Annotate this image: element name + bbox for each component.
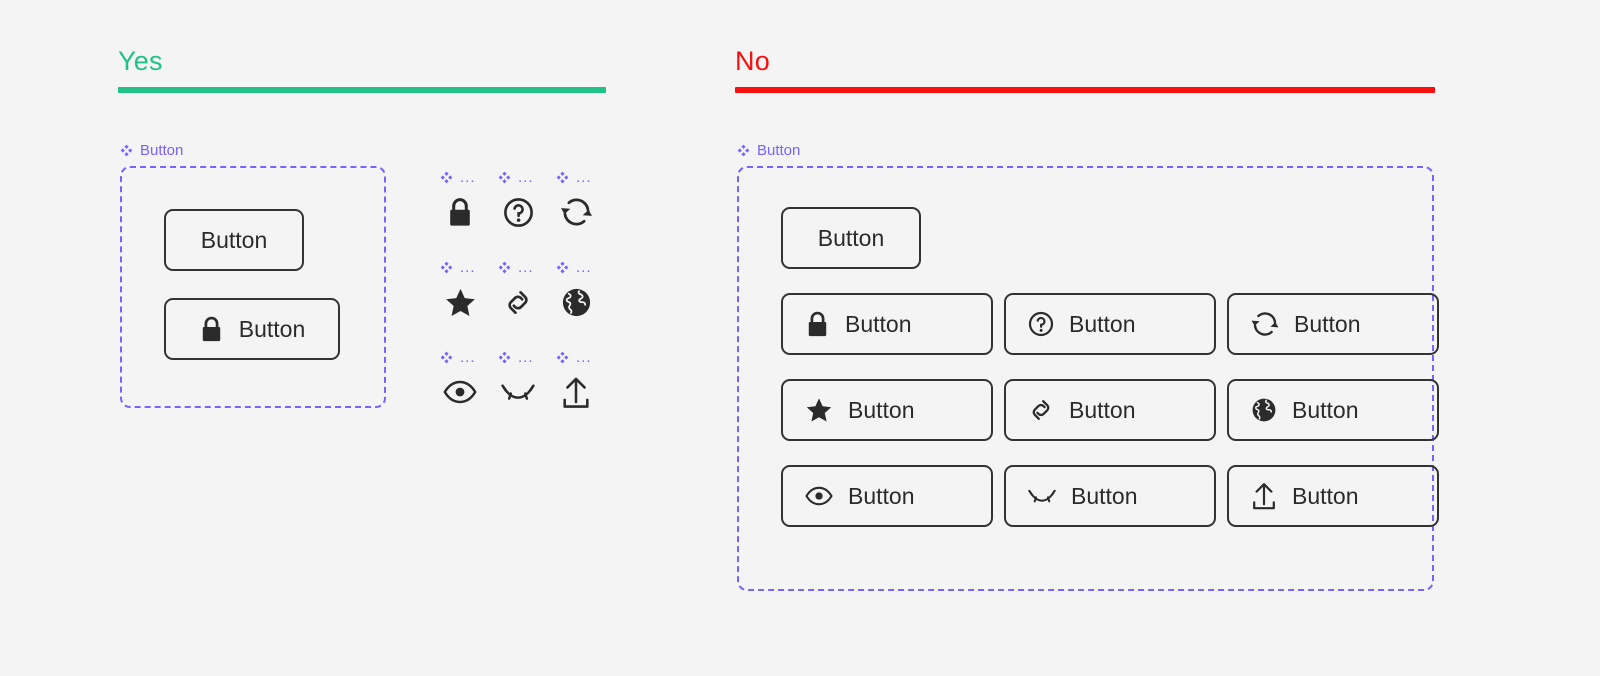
section-yes-rule — [118, 87, 606, 93]
component-label-truncation: ... — [576, 349, 592, 366]
figma-component-icon — [498, 351, 511, 364]
component-label-no: Button — [737, 143, 800, 158]
section-no-title: No — [735, 46, 770, 76]
upload-icon — [1251, 482, 1277, 510]
component-label-question: ... — [498, 170, 534, 185]
component-label-link: ... — [498, 260, 534, 275]
icon-cell-eye: ... — [440, 350, 498, 440]
icon-cell-globe: ... — [556, 260, 614, 350]
refresh-icon — [556, 192, 596, 232]
component-label-truncation: ... — [518, 349, 534, 366]
icon-cell-question: ... — [498, 170, 556, 260]
no-button-refresh[interactable]: Button — [1227, 293, 1439, 355]
icon-cell-lock: ... — [440, 170, 498, 260]
no-button-link-label: Button — [1069, 396, 1136, 423]
lock-icon — [199, 316, 224, 343]
lock-icon — [805, 311, 830, 338]
component-label-upload: ... — [556, 350, 592, 365]
icon-cell-eye-closed: ... — [498, 350, 556, 440]
yes-button-lock[interactable]: Button — [164, 298, 340, 360]
no-button-globe-label: Button — [1292, 396, 1359, 423]
icon-cell-link: ... — [498, 260, 556, 350]
yes-button-lock-label: Button — [238, 315, 306, 342]
no-button-upload-label: Button — [1292, 482, 1359, 509]
no-button-refresh-label: Button — [1294, 310, 1361, 337]
figma-component-icon — [737, 144, 750, 157]
eye-icon — [440, 372, 480, 412]
upload-icon — [556, 372, 596, 412]
no-button-question-label: Button — [1069, 310, 1136, 337]
yes-button-plain-label: Button — [200, 226, 268, 253]
component-label-lock: ... — [440, 170, 476, 185]
figma-component-icon — [440, 171, 453, 184]
component-label-refresh: ... — [556, 170, 592, 185]
no-button-lock-label: Button — [845, 310, 912, 337]
component-label-globe: ... — [556, 260, 592, 275]
icon-cell-star: ... — [440, 260, 498, 350]
no-button-star[interactable]: Button — [781, 379, 993, 441]
no-button-grid: Button Button Button — [781, 207, 1439, 527]
component-label-truncation: ... — [576, 259, 592, 276]
component-label-star: ... — [440, 260, 476, 275]
eye-icon — [805, 486, 833, 506]
figma-component-icon — [498, 261, 511, 274]
figma-component-icon — [556, 261, 569, 274]
component-label-truncation: ... — [518, 169, 534, 186]
eye-closed-icon — [1028, 487, 1056, 505]
component-label-truncation: ... — [460, 259, 476, 276]
figma-component-icon — [440, 261, 453, 274]
component-label-eye: ... — [440, 350, 476, 365]
section-no: No — [735, 48, 1435, 93]
component-label-eye-closed: ... — [498, 350, 534, 365]
figma-component-icon — [440, 351, 453, 364]
section-no-rule — [735, 87, 1435, 93]
component-frame-no — [737, 166, 1434, 591]
component-label-truncation: ... — [460, 349, 476, 366]
no-button-star-label: Button — [848, 396, 915, 423]
question-circle-icon — [1028, 311, 1054, 337]
icon-cell-refresh: ... — [556, 170, 614, 260]
component-label-yes: Button — [120, 143, 183, 158]
section-yes-title: Yes — [118, 46, 163, 76]
component-label-no-text: Button — [757, 142, 801, 159]
component-label-truncation: ... — [518, 259, 534, 276]
no-button-plain-label: Button — [817, 224, 885, 251]
no-button-globe[interactable]: Button — [1227, 379, 1439, 441]
no-button-link[interactable]: Button — [1004, 379, 1216, 441]
globe-icon — [1251, 397, 1277, 423]
eye-closed-icon — [498, 372, 538, 412]
component-frame-yes — [120, 166, 386, 408]
no-button-eye[interactable]: Button — [781, 465, 993, 527]
yes-button-plain[interactable]: Button — [164, 209, 304, 271]
no-button-eye-label: Button — [848, 482, 915, 509]
link-icon — [1028, 397, 1054, 423]
icon-cell-upload: ... — [556, 350, 614, 440]
no-button-lock[interactable]: Button — [781, 293, 993, 355]
figma-component-icon — [556, 351, 569, 364]
no-button-question[interactable]: Button — [1004, 293, 1216, 355]
star-icon — [440, 282, 480, 322]
no-button-eye-closed-label: Button — [1071, 482, 1138, 509]
no-button-eye-closed[interactable]: Button — [1004, 465, 1216, 527]
link-icon — [498, 282, 538, 322]
icon-grid: ... ... — [440, 170, 614, 440]
lock-icon — [440, 192, 480, 232]
component-label-truncation: ... — [460, 169, 476, 186]
question-circle-icon — [498, 192, 538, 232]
no-button-upload[interactable]: Button — [1227, 465, 1439, 527]
component-label-yes-text: Button — [140, 142, 184, 159]
figma-component-icon — [498, 171, 511, 184]
section-yes: Yes — [118, 48, 606, 93]
figma-component-icon — [120, 144, 133, 157]
component-label-truncation: ... — [576, 169, 592, 186]
figma-component-icon — [556, 171, 569, 184]
globe-icon — [556, 282, 596, 322]
star-icon — [805, 397, 833, 423]
no-button-plain[interactable]: Button — [781, 207, 921, 269]
refresh-icon — [1251, 311, 1279, 337]
